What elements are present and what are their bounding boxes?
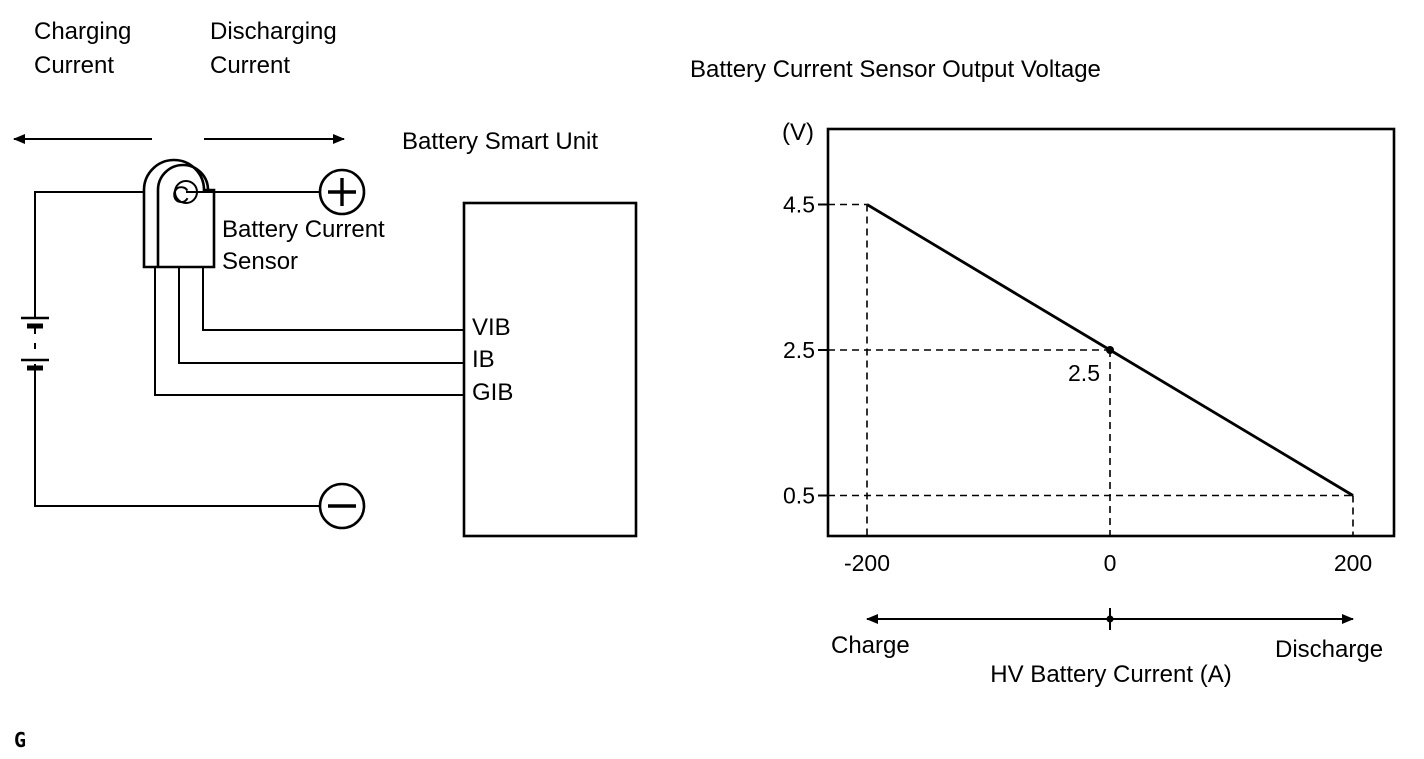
terminal-vib-label: VIB xyxy=(472,314,511,341)
vib-wire xyxy=(202,267,464,331)
data-point-label: 2.5 xyxy=(1068,360,1100,386)
negative-terminal-icon xyxy=(318,482,366,530)
discharge-direction-label: Discharge xyxy=(1275,636,1383,663)
charge-direction-label: Charge xyxy=(831,632,910,659)
output-voltage-chart: Battery Current Sensor Output Voltage (V… xyxy=(690,56,1396,688)
battery-icon xyxy=(21,316,49,371)
battery-current-sensor-label-line1: Battery Current xyxy=(222,216,385,243)
charging-current-label-line2: Current xyxy=(34,52,114,79)
battery-current-sensor-label-line2: Sensor xyxy=(222,248,298,275)
battery-smart-unit-label: Battery Smart Unit xyxy=(402,128,598,155)
charging-current-label-line1: Charging xyxy=(34,18,131,45)
y-tick-label: 4.5 xyxy=(783,192,815,218)
x-tick-label: -200 xyxy=(844,550,890,576)
x-tick-label: 0 xyxy=(1104,550,1117,576)
y-tick-label: 0.5 xyxy=(783,483,815,509)
battery-negative-wire xyxy=(34,364,320,507)
sensor-symbol: C xyxy=(172,182,189,209)
circuit-diagram: Charging Current Discharging Current Bat… xyxy=(13,18,638,538)
positive-terminal-icon xyxy=(318,168,366,216)
terminal-gib-label: GIB xyxy=(472,379,513,406)
battery-current-sensor-icon: C xyxy=(142,158,216,269)
ib-wire xyxy=(178,267,464,364)
y-tick-label: 2.5 xyxy=(783,337,815,363)
terminal-ib-label: IB xyxy=(472,346,495,373)
chart-title: Battery Current Sensor Output Voltage xyxy=(690,56,1101,83)
plot-frame xyxy=(826,127,1396,538)
chart-marks: 4.5 2.5 0.5 -200 0 200 2.5 xyxy=(783,192,1372,630)
x-tick-label: 200 xyxy=(1334,550,1372,576)
zero-marker-dot xyxy=(1106,615,1114,623)
data-point xyxy=(1106,346,1114,354)
y-axis-unit-label: (V) xyxy=(782,119,814,146)
discharging-current-label-line1: Discharging xyxy=(210,18,337,45)
discharging-current-label-line2: Current xyxy=(210,52,290,79)
gib-wire xyxy=(154,267,464,396)
battery-smart-unit-box xyxy=(462,201,638,538)
x-axis-label: HV Battery Current (A) xyxy=(990,661,1231,688)
figure-code: G xyxy=(14,728,26,752)
battery-positive-wire xyxy=(34,191,144,318)
